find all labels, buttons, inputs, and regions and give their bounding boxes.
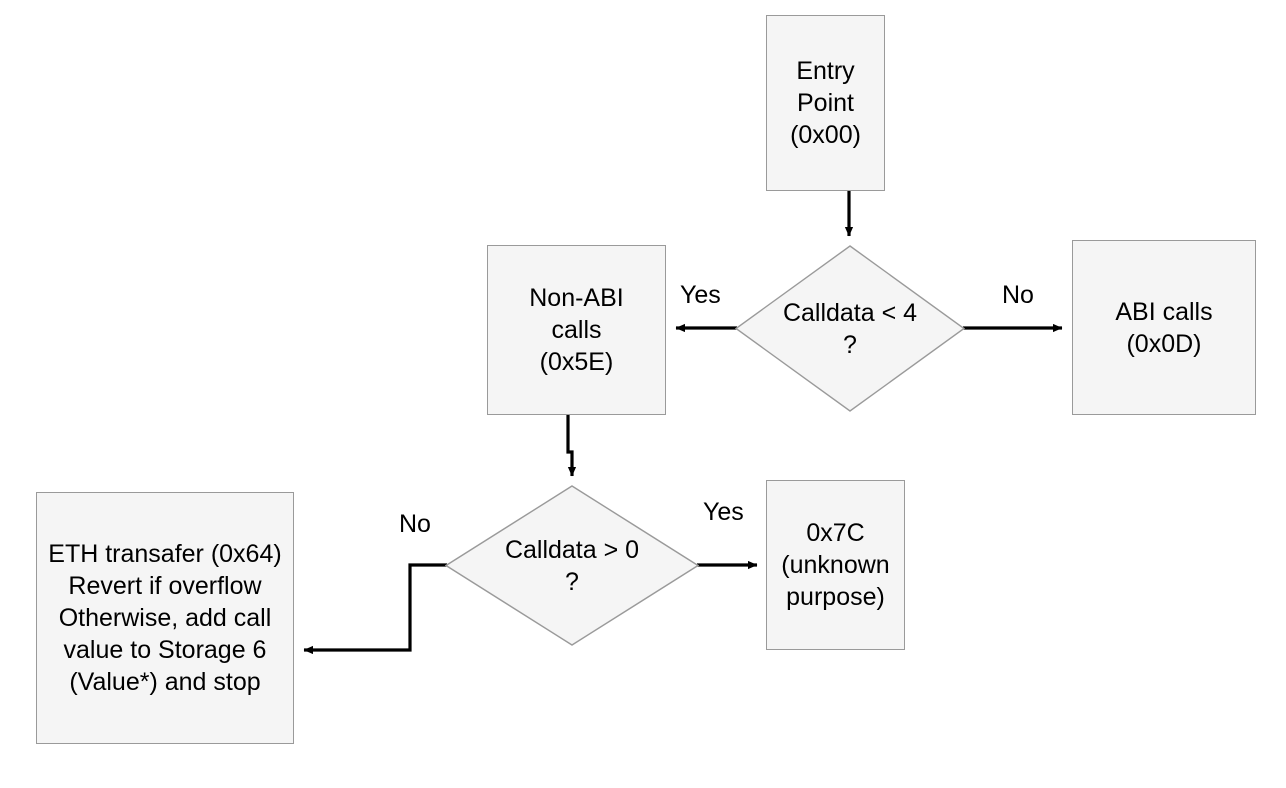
node-unknown-purpose[interactable]: 0x7C (unknown purpose) [766, 480, 905, 650]
edge-label-calldata-lt4-no: No [1002, 281, 1034, 309]
edge-non-abi-to-calldata-gt0 [566, 415, 577, 477]
diamond-shape [445, 485, 699, 646]
node-non-abi-calls-label: Non-ABI calls (0x5E) [529, 284, 624, 376]
node-eth-transfer-label: ETH transafer (0x64) Revert if overflow … [48, 540, 282, 696]
node-calldata-lt-4[interactable]: Calldata < 4 ? [735, 245, 965, 412]
node-eth-transfer[interactable]: ETH transafer (0x64) Revert if overflow … [36, 492, 294, 744]
node-abi-calls[interactable]: ABI calls (0x0D) [1072, 240, 1256, 415]
node-non-abi-calls[interactable]: Non-ABI calls (0x5E) [487, 245, 666, 415]
edge-label-calldata-lt4-yes: Yes [680, 281, 721, 309]
node-unknown-purpose-label: 0x7C (unknown purpose) [781, 519, 890, 611]
edge-label-calldata-gt0-no: No [399, 510, 431, 538]
node-entry-point-label: Entry Point (0x00) [790, 57, 861, 149]
node-calldata-lt-4-label: Calldata < 4 ? [782, 298, 918, 359]
node-abi-calls-label: ABI calls (0x0D) [1115, 297, 1213, 358]
edge-label-calldata-gt0-yes: Yes [703, 498, 744, 526]
node-calldata-gt-0[interactable]: Calldata > 0 ? [445, 485, 699, 646]
diamond-shape [735, 245, 965, 412]
node-calldata-gt-0-label: Calldata > 0 ? [504, 535, 640, 596]
node-entry-point[interactable]: Entry Point (0x00) [766, 15, 885, 191]
edge-calldata-gt0-no-to-eth-transfer [303, 563, 447, 655]
